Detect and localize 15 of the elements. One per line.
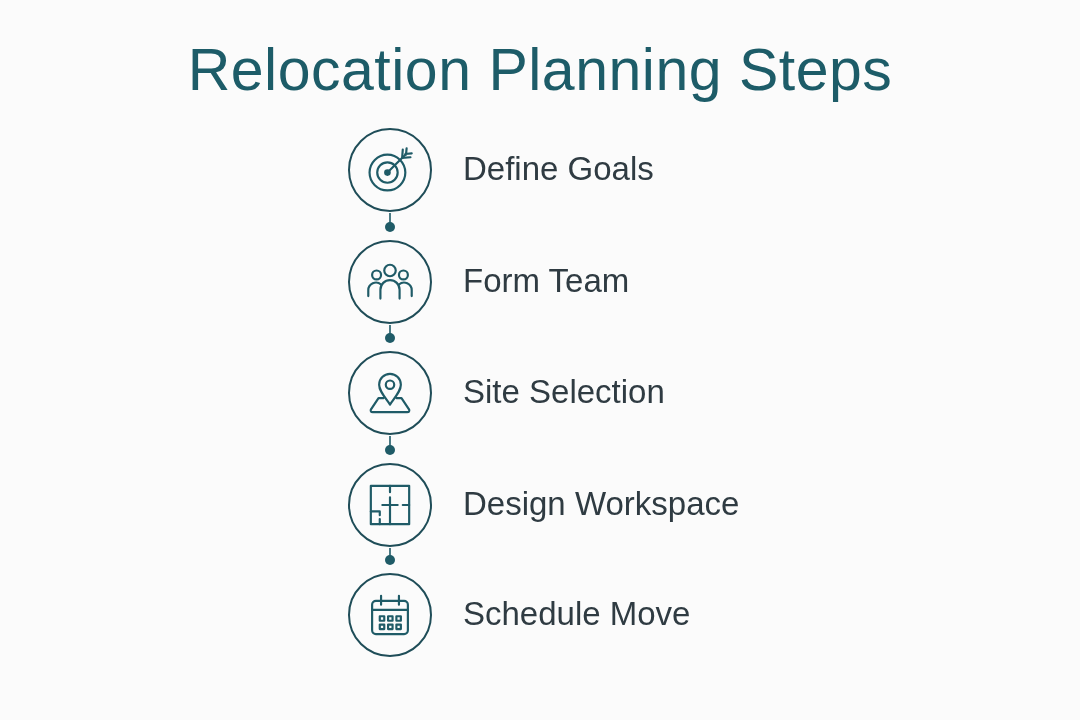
step-label: Design Workspace (463, 484, 740, 524)
step-circle (348, 351, 432, 435)
title: Relocation Planning Steps (187, 37, 893, 103)
connector (385, 324, 395, 343)
connector (385, 547, 395, 565)
step-circle (348, 573, 432, 657)
step-circle (348, 463, 432, 547)
step-label: Form Team (463, 261, 630, 301)
step-label: Define Goals (463, 149, 654, 189)
step-label: Site Selection (463, 372, 665, 412)
step-circle (348, 128, 432, 212)
step-label: Schedule Move (463, 594, 691, 634)
step-circle (348, 240, 432, 324)
connector (385, 212, 395, 232)
connector (385, 435, 395, 455)
